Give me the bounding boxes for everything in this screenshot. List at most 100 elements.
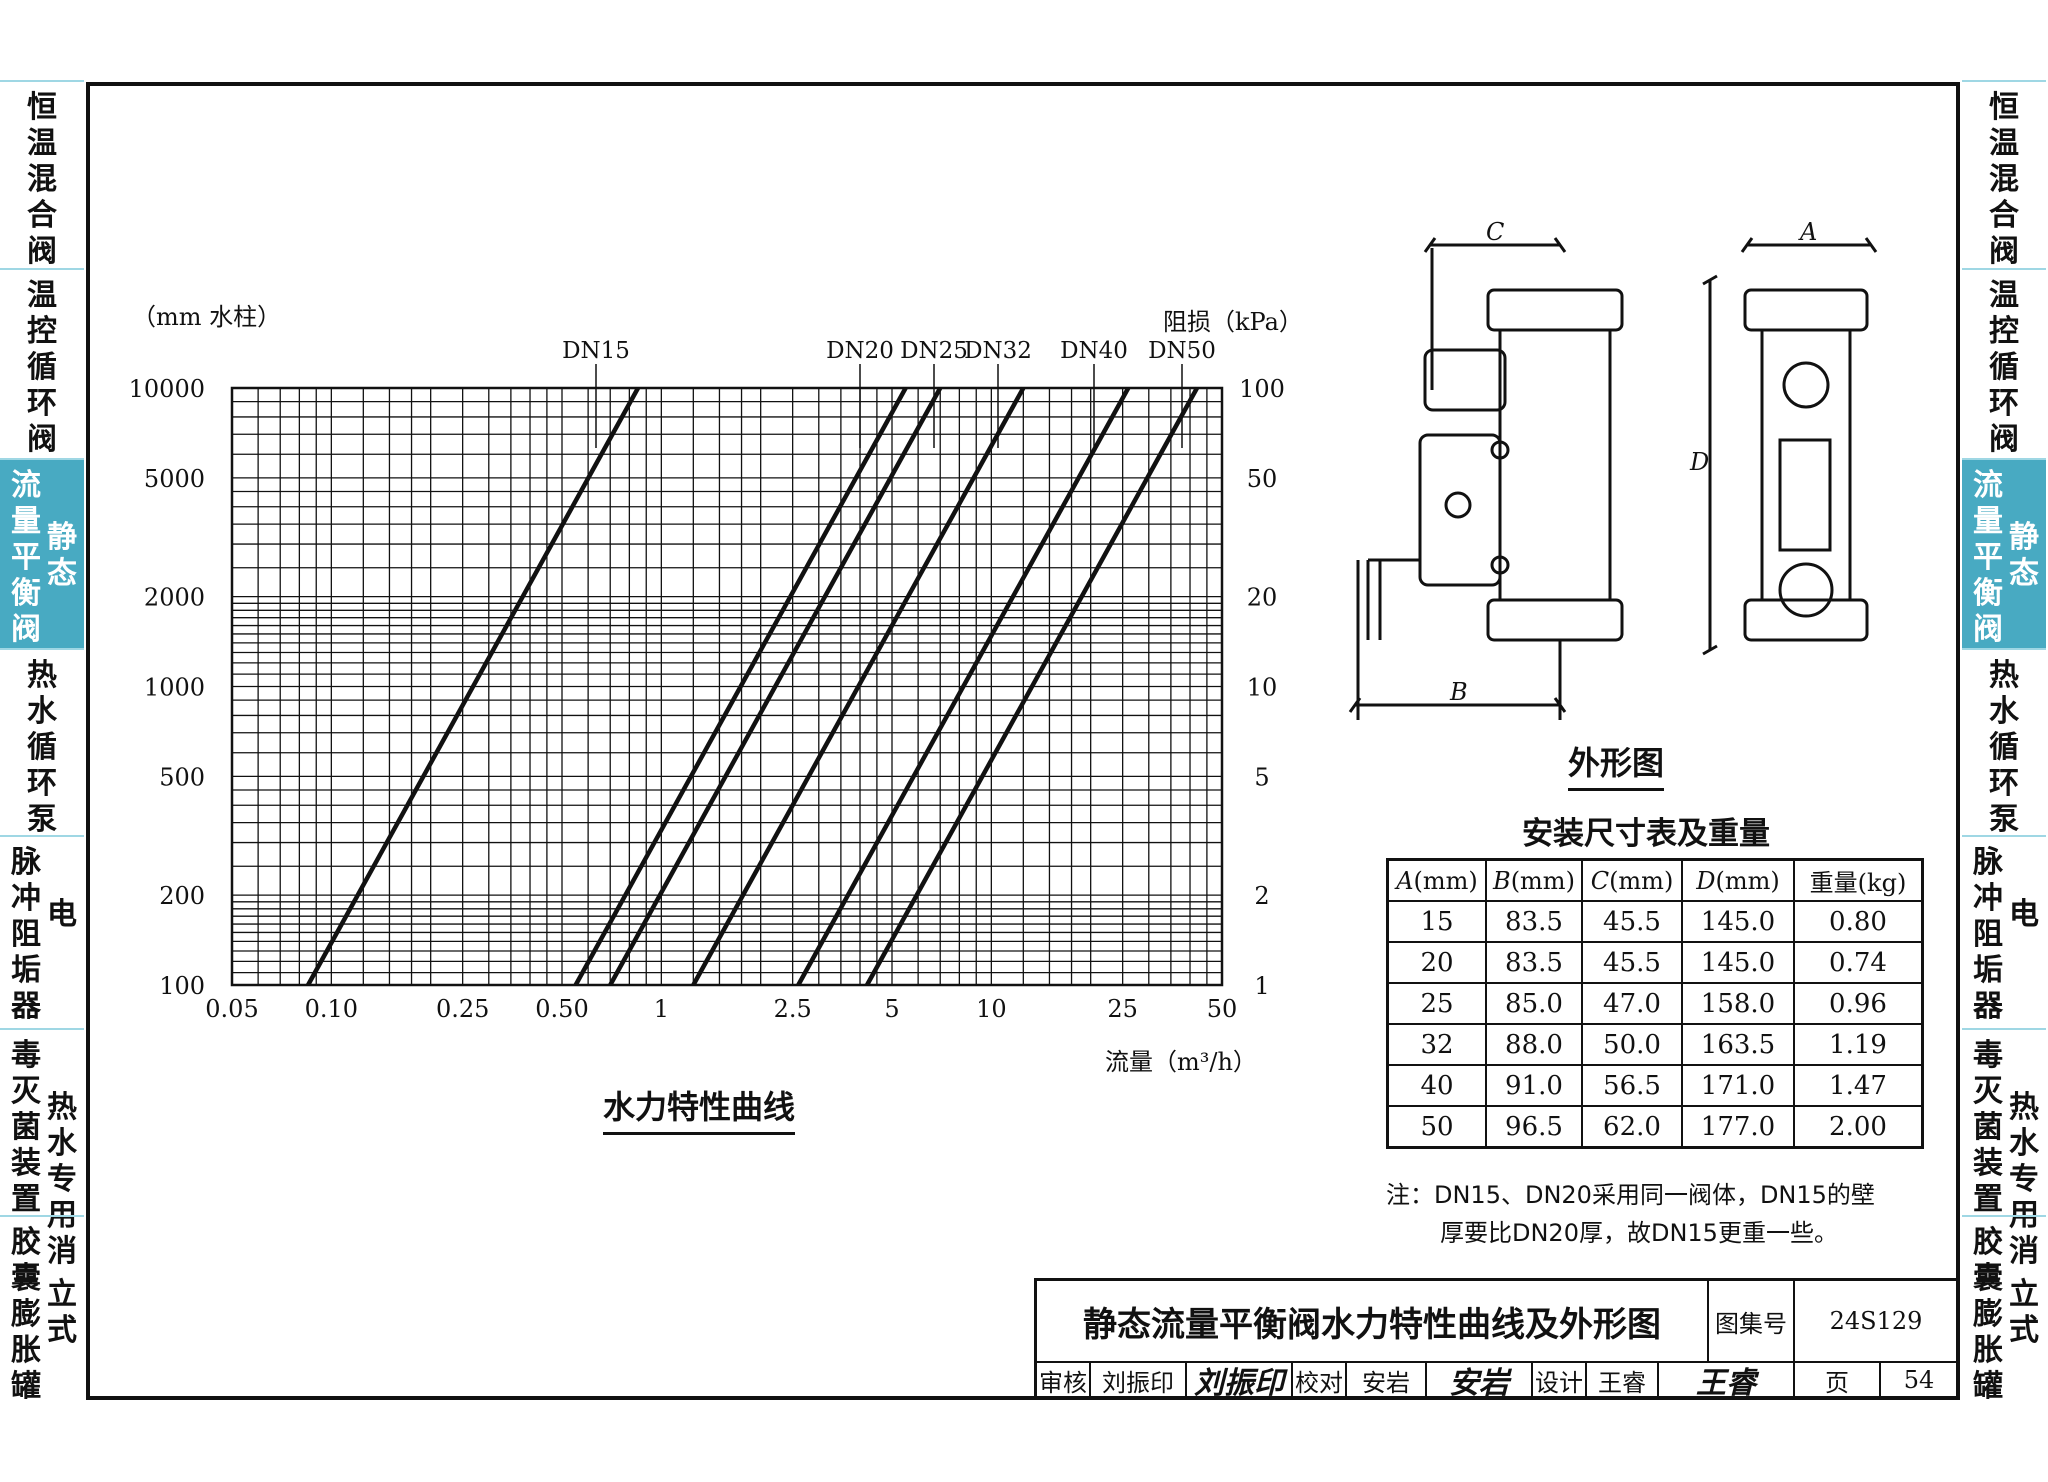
chart-title: 水力特性曲线 <box>603 1082 796 1135</box>
series-label: DN50 <box>1148 338 1216 364</box>
sidebar-tab-label: 温控循环阀 <box>1989 278 2019 457</box>
sidebar-tab-1[interactable]: 温控循环阀 <box>1962 268 2046 458</box>
sidebar-tab-label: 毒灭菌装置 <box>11 1038 41 1217</box>
title-block-title: 静态流量平衡阀水力特性曲线及外形图 <box>1037 1281 1709 1363</box>
sidebar-tab-label: 胶囊膨胀罐 <box>1973 1225 2003 1404</box>
page-label: 页 <box>1795 1363 1881 1397</box>
table-cell: 25 <box>1386 982 1487 1025</box>
sidebar-tab-label: 热水循环泵 <box>27 658 57 837</box>
sidebar-tab-sublabel: 电 <box>47 897 77 932</box>
table-cell: 83.5 <box>1485 900 1583 943</box>
xlabel: 流量（m³/h） <box>1105 1048 1257 1076</box>
x-tick-label: 50 <box>1207 995 1238 1023</box>
sidebar-tab-label: 热水循环泵 <box>1989 658 2019 837</box>
series-label: DN40 <box>1060 338 1128 364</box>
sidebar-tab-5[interactable]: 毒灭菌装置热水专用消 <box>0 1028 84 1269</box>
table-cell: 1.47 <box>1793 1064 1924 1107</box>
sidebar-tab-6[interactable]: 胶囊膨胀罐立式 <box>0 1215 84 1404</box>
table-header-unit: (mm) <box>1413 866 1478 895</box>
sidebar-tab-4[interactable]: 脉冲阻垢器电 <box>0 835 84 1028</box>
y-tick-label-left: 100 <box>159 972 205 1000</box>
table-cell: 145.0 <box>1681 941 1795 984</box>
x-tick-label: 10 <box>976 995 1007 1023</box>
series-line-dn15 <box>306 386 641 987</box>
sidebar-tab-3[interactable]: 热水循环泵 <box>0 648 84 837</box>
drawing-caption: 外形图 <box>1568 738 1665 791</box>
table-cell: 20 <box>1386 941 1487 984</box>
x-tick-label: 0.05 <box>205 995 258 1023</box>
sidebar-tab-6[interactable]: 胶囊膨胀罐立式 <box>1962 1215 2046 1404</box>
dim-label-d: D <box>1689 448 1709 476</box>
sidebar-tab-0[interactable]: 恒温混合阀 <box>1962 80 2046 269</box>
series-label: DN25 <box>900 338 968 364</box>
check-label: 校对 <box>1293 1363 1347 1397</box>
title-block: 静态流量平衡阀水力特性曲线及外形图 图集号 24S129 审核 刘振印 刘振印 … <box>1034 1278 1960 1401</box>
ylabel-left: （mm 水柱） <box>132 303 281 331</box>
sidebar-tab-label: 毒灭菌装置 <box>1973 1038 2003 1217</box>
valve-side-view <box>1348 237 1624 720</box>
sidebar-tab-label: 流量平衡阀 <box>1973 468 2003 647</box>
table-header: A(mm) <box>1386 858 1487 902</box>
sidebar-tab-sublabel: 立式 <box>47 1277 77 1348</box>
table-header-symbol: D <box>1696 866 1716 895</box>
table-cell: 145.0 <box>1681 900 1795 943</box>
design-signature: 王睿 <box>1659 1363 1795 1401</box>
table-cell: 91.0 <box>1485 1064 1583 1107</box>
y-tick-label-left: 2000 <box>144 584 205 612</box>
table-cell: 177.0 <box>1681 1105 1795 1149</box>
table-header: B(mm) <box>1485 858 1583 902</box>
dim-label-a: A <box>1798 218 1817 246</box>
atlas-label: 图集号 <box>1709 1281 1795 1363</box>
table-cell: 0.74 <box>1793 941 1924 984</box>
sidebar-tab-label: 胶囊膨胀罐 <box>11 1225 41 1404</box>
sidebar-tab-sublabel: 静态 <box>2009 520 2039 591</box>
y-tick-label-right: 10 <box>1247 674 1278 702</box>
table-cell: 163.5 <box>1681 1023 1795 1066</box>
y-tick-label-right: 1 <box>1254 972 1269 1000</box>
dim-label-b: B <box>1449 678 1468 706</box>
table-cell: 32 <box>1386 1023 1487 1066</box>
drawing-frame <box>86 82 1960 1400</box>
sidebar-tab-4[interactable]: 脉冲阻垢器电 <box>1962 835 2046 1028</box>
sidebar-tab-2[interactable]: 流量平衡阀静态 <box>0 458 84 648</box>
table-cell: 96.5 <box>1485 1105 1583 1149</box>
table-cell: 158.0 <box>1681 982 1795 1025</box>
series-label: DN20 <box>826 338 894 364</box>
x-tick-label: 2.5 <box>774 995 812 1023</box>
table-cell: 83.5 <box>1485 941 1583 984</box>
table-header: 重量(kg) <box>1793 858 1924 902</box>
review-name: 刘振印 <box>1091 1363 1187 1397</box>
chart-series <box>306 386 1199 987</box>
sidebar-left: 恒温混合阀温控循环阀流量平衡阀静态热水循环泵脉冲阻垢器电毒灭菌装置热水专用消胶囊… <box>0 80 84 1404</box>
x-tick-label: 0.10 <box>305 995 358 1023</box>
review-signature: 刘振印 <box>1187 1363 1293 1401</box>
sidebar-tab-label: 温控循环阀 <box>27 278 57 457</box>
table-header-unit: (mm) <box>1715 866 1780 895</box>
y-tick-label-right: 100 <box>1239 375 1285 403</box>
table-cell: 0.80 <box>1793 900 1924 943</box>
sidebar-tab-0[interactable]: 恒温混合阀 <box>0 80 84 269</box>
sidebar-tab-2[interactable]: 流量平衡阀静态 <box>1962 458 2046 648</box>
sidebar-tab-1[interactable]: 温控循环阀 <box>0 268 84 458</box>
series-label: DN32 <box>964 338 1032 364</box>
table-cell: 62.0 <box>1581 1105 1683 1149</box>
series-label: DN15 <box>562 338 630 364</box>
x-tick-label: 5 <box>884 995 899 1023</box>
check-signature: 安岩 <box>1427 1363 1533 1401</box>
table-cell: 45.5 <box>1581 941 1683 984</box>
note-line-1: 注：DN15、DN20采用同一阀体，DN15的壁 <box>1386 1181 1875 1209</box>
table-header: C(mm) <box>1581 858 1683 902</box>
sidebar-tab-3[interactable]: 热水循环泵 <box>1962 648 2046 837</box>
sidebar-tab-label: 恒温混合阀 <box>1989 90 2019 269</box>
sidebar-right: 恒温混合阀温控循环阀流量平衡阀静态热水循环泵脉冲阻垢器电毒灭菌装置热水专用消胶囊… <box>1962 80 2046 1404</box>
sidebar-tab-label: 流量平衡阀 <box>11 468 41 647</box>
y-tick-label-right: 5 <box>1254 763 1269 791</box>
sidebar-tab-label: 脉冲阻垢器 <box>11 845 41 1024</box>
